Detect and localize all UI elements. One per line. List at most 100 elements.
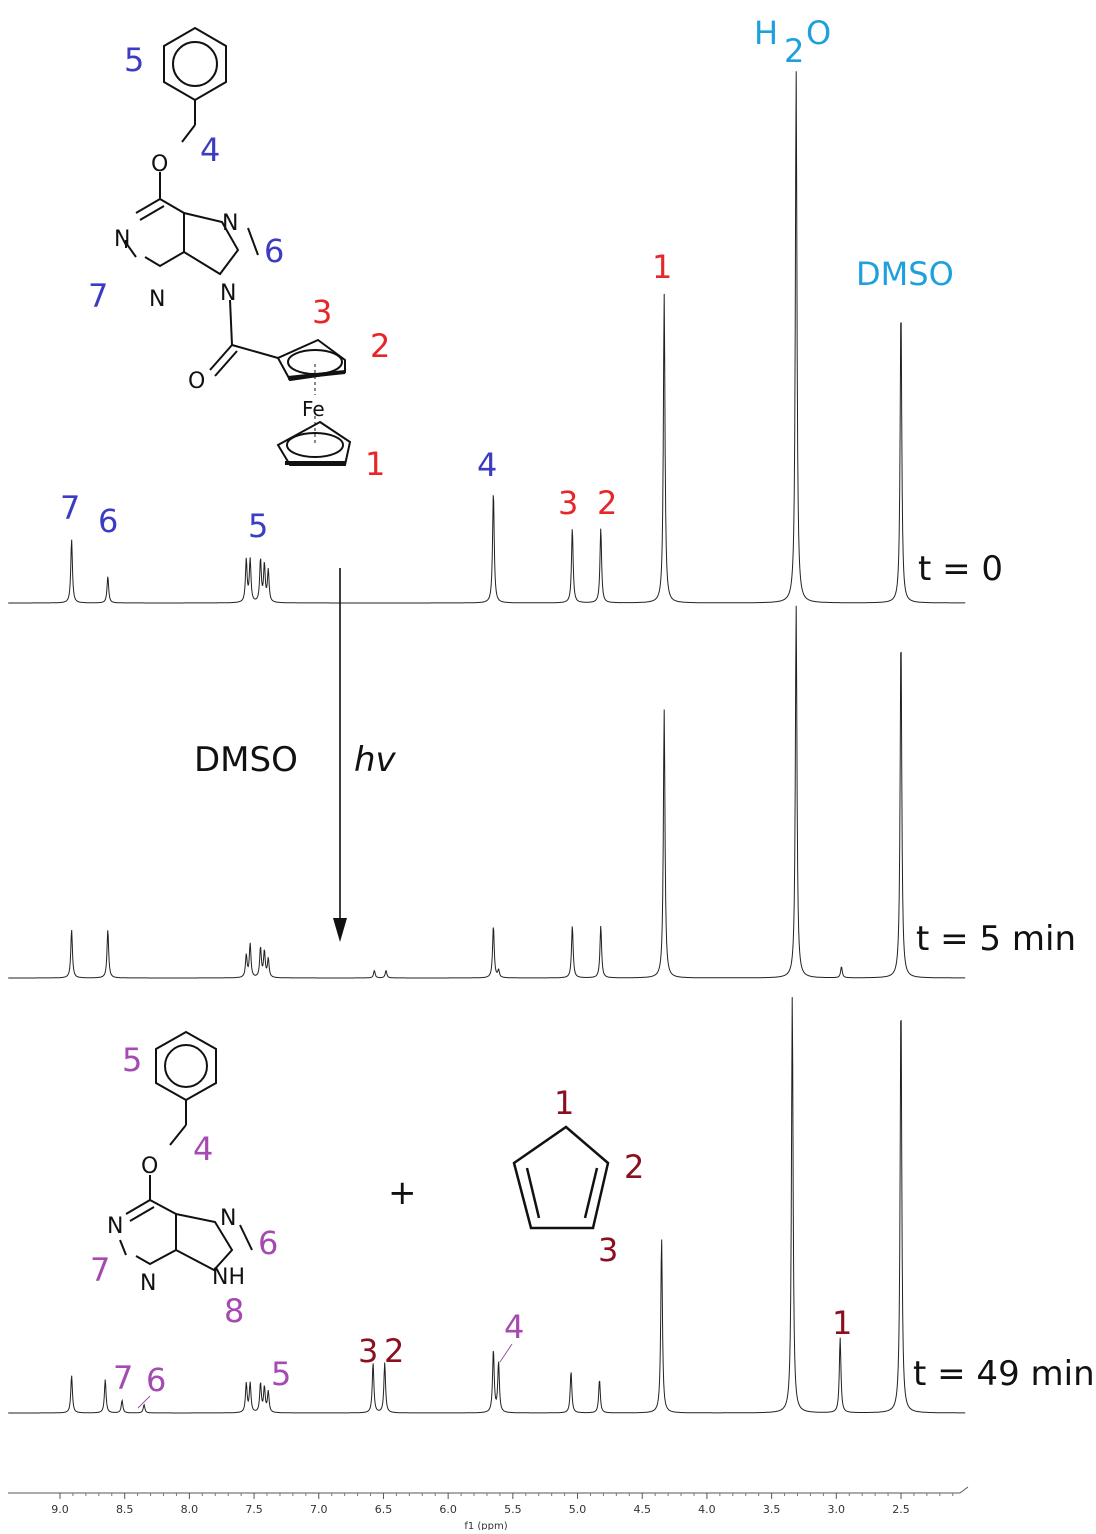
x-tick-label: 4.5	[633, 1503, 651, 1516]
peak-label-6-leader	[137, 1395, 151, 1409]
peak-label-7-t49: 7	[113, 1359, 133, 1397]
spectra-traces	[8, 71, 966, 1414]
mol2-label-6: 6	[258, 1224, 278, 1262]
peak-label-7-t0: 7	[60, 489, 80, 527]
x-tick-label: 6.0	[439, 1503, 457, 1516]
product-atom-n1: N	[107, 1214, 123, 1239]
mol1-atom-labels: O N N N N O Fe 5 4 6 7 3 2 1	[88, 41, 390, 483]
mol1-label-2: 2	[370, 327, 390, 365]
product-bond-ch2-o	[169, 1124, 187, 1146]
cp-double-bond-right	[583, 1167, 599, 1219]
x-tick-label: 3.0	[828, 1503, 846, 1516]
x-tick-label: 4.0	[698, 1503, 716, 1516]
peak-label-5-t0: 5	[248, 507, 268, 545]
mol2-atom-labels: O N N N NH 5 4 6 7 8	[90, 1041, 278, 1330]
mol1-label-3: 3	[312, 293, 332, 331]
mol2-label-5: 5	[122, 1041, 142, 1079]
peak-label-3-t0: 3	[558, 484, 578, 522]
plus-sign: +	[388, 1173, 417, 1213]
x-tick-label: 7.5	[245, 1503, 263, 1516]
x-tick-label: 6.5	[375, 1503, 393, 1516]
mol1-label-1: 1	[365, 445, 385, 483]
h2o-subscript: 2	[784, 32, 804, 70]
x-tick-label: 8.5	[116, 1503, 134, 1516]
carbonyl-bond-1	[209, 344, 233, 371]
mol1-label-6: 6	[264, 232, 284, 270]
product-bond-c2-n3	[119, 1239, 127, 1256]
mol2-label-7: 7	[90, 1251, 110, 1289]
pyrimidine-bonds	[144, 198, 185, 268]
peak-label-5-t49: 5	[271, 1355, 291, 1393]
peak-label-6-t49: 6	[146, 1361, 166, 1399]
mol3-label-3: 3	[598, 1231, 618, 1269]
x-tick-label: 3.5	[763, 1503, 781, 1516]
carbonyl-bond-2	[214, 350, 238, 377]
product-pyrimidine-bonds	[135, 1199, 177, 1266]
mol1-label-5: 5	[124, 41, 144, 79]
spectrum-trace-1	[8, 605, 966, 979]
reaction-solvent-label: DMSO	[194, 740, 298, 780]
h2o-o: O	[806, 14, 831, 52]
bond-n9-carbonyl	[229, 299, 233, 346]
product-atom-o: O	[141, 1154, 158, 1179]
benzene-aromatic-circle	[172, 41, 218, 87]
x-tick-label: 2.5	[892, 1503, 910, 1516]
dmso-peak-label: DMSO	[856, 255, 954, 293]
bond-ch2-o	[181, 124, 196, 143]
label-t5: t = 5 min	[916, 919, 1076, 959]
cyclopentadiene-ring	[512, 1125, 610, 1230]
cp-ring-lower-circle	[286, 432, 344, 458]
mol2-label-4: 4	[193, 1130, 213, 1168]
spectrum-trace-2	[8, 997, 966, 1414]
product-bond-c6-n1	[125, 1199, 151, 1215]
x-axis: 9.0 8.5 8.0 7.5 7.0 6.5 6.0 5.5 5.0 4.5 4.0 3.5 3.0 2…	[8, 1486, 969, 1516]
x-axis-label: f1 (ppm)	[464, 1521, 507, 1530]
product-atom-n3: N	[140, 1271, 156, 1296]
x-tick-label: 9.0	[51, 1503, 69, 1516]
mol1-label-7: 7	[88, 277, 108, 315]
mol1-label-4: 4	[200, 131, 220, 169]
mol3-label-2: 2	[624, 1148, 644, 1186]
label-t0: t = 0	[918, 549, 1003, 589]
mol3-labels: 1 2 3	[554, 1084, 644, 1269]
ferrocenyl-purine-structure	[125, 26, 352, 466]
bond-c2-n3	[125, 242, 137, 258]
label-t49: t = 49 min	[913, 1354, 1095, 1394]
product-imidazole-double-bond	[239, 1224, 253, 1251]
peak-label-3-t49: 3	[358, 1332, 378, 1370]
cyclopentadiene-structure	[512, 1125, 610, 1230]
x-tick-label: 5.0	[569, 1503, 587, 1516]
reaction-arrow	[333, 568, 347, 942]
spectrum-trace-0	[8, 71, 966, 604]
peak-label-2-t49: 2	[384, 1332, 404, 1370]
bond-c6-n1-double	[139, 205, 165, 221]
atom-n7: N	[222, 211, 238, 236]
reaction-light-label: hv	[354, 740, 397, 780]
bond-c6-n1	[135, 198, 161, 214]
x-axis-end-mark	[959, 1486, 969, 1494]
atom-n1: N	[114, 227, 130, 252]
product-atom-n7: N	[220, 1206, 236, 1231]
product-benzene-circle	[164, 1044, 208, 1088]
peak-label-4-t0: 4	[477, 446, 497, 484]
product-atom-nh: NH	[212, 1265, 245, 1290]
cp-upper-bold-edge	[287, 370, 346, 380]
atom-n9: N	[220, 281, 236, 306]
peak-label-4-t49: 4	[504, 1308, 524, 1346]
product-bond-c6-n1-double	[129, 1206, 155, 1222]
peak-label-4-leader	[499, 1343, 513, 1363]
atom-o-carbonyl: O	[188, 369, 205, 394]
x-tick-label: 5.5	[504, 1503, 522, 1516]
peak-label-2-t0: 2	[597, 484, 617, 522]
atom-n3: N	[149, 287, 165, 312]
peak-label-6-t0: 6	[98, 502, 118, 540]
benzyloxy-purine-structure	[119, 1030, 253, 1272]
x-tick-label: 8.0	[181, 1503, 199, 1516]
mol2-label-8: 8	[224, 1292, 244, 1330]
atom-o-ether: O	[151, 152, 168, 177]
imidazole-double-bond	[247, 227, 259, 256]
mol3-label-1: 1	[554, 1084, 574, 1122]
h2o-h: H	[754, 14, 778, 52]
x-tick-label: 7.0	[310, 1503, 328, 1516]
